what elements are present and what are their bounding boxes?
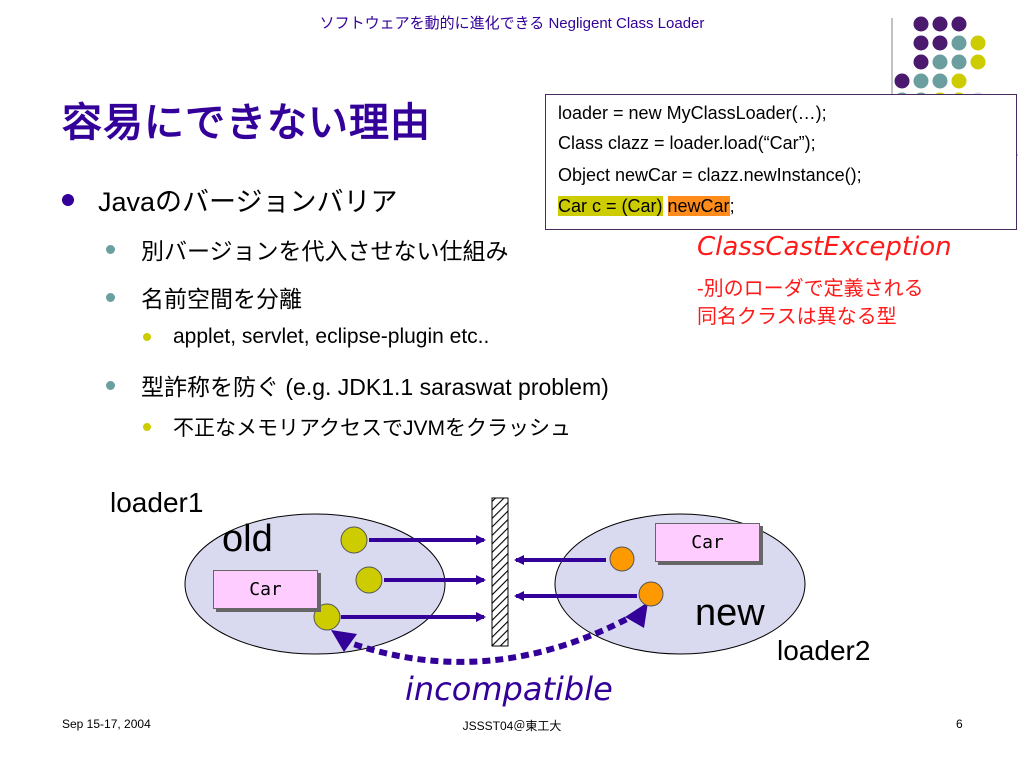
incompatible-arrowhead-left-icon xyxy=(331,630,357,652)
bullet-dot-icon xyxy=(62,193,74,206)
exception-desc-2: 同名クラスは異なる型 xyxy=(697,306,897,328)
bullet-applet-examples: applet, servlet, eclipse-plugin etc.. xyxy=(143,325,489,349)
decorative-dot xyxy=(951,16,967,32)
loader2-label: loader2 xyxy=(777,635,871,666)
code-box: loader = new MyClassLoader(…); Class cla… xyxy=(545,94,1017,230)
car-class-new: Car xyxy=(655,523,760,562)
decorative-dot xyxy=(951,35,967,51)
decorative-dot xyxy=(951,73,967,89)
loader1-label: loader1 xyxy=(110,487,204,518)
incompatible-label: incompatible xyxy=(405,670,613,708)
cast-highlight: Car c = (Car) xyxy=(558,196,663,216)
old-object-2 xyxy=(355,566,383,594)
bullet-dot-icon xyxy=(143,423,151,431)
bullet-dot-icon xyxy=(106,380,115,390)
newcar-highlight: newCar xyxy=(667,196,730,216)
code-line-2: Class clazz = loader.load(“Car”); xyxy=(558,133,816,153)
bullet-dot-icon xyxy=(106,244,115,254)
bullet-no-assign-other-version: 別バージョンを代入させない仕組み xyxy=(106,232,509,266)
decorative-dot xyxy=(951,54,967,70)
code-line-3: Object newCar = clazz.newInstance(); xyxy=(558,165,862,185)
decorative-dot xyxy=(932,16,948,32)
footer-date: Sep 15-17, 2004 xyxy=(62,717,151,731)
bullet-text: 不正なメモリアクセスでJVMをクラッシュ xyxy=(173,417,571,440)
header-title: ソフトウェアを動的に進化できる Negligent Class Loader xyxy=(319,15,705,32)
semicolon: ; xyxy=(729,196,735,216)
exception-desc-1: -別のローダで定義される xyxy=(697,278,924,300)
bullet-text: Javaのバージョンバリア xyxy=(98,187,398,217)
bullet-dot-icon xyxy=(143,333,151,341)
code-line-4: Car c = (Car) newCar; xyxy=(558,196,735,217)
decorative-dot xyxy=(970,54,986,70)
slide-title: 容易にできない理由 xyxy=(62,101,431,145)
bullet-java-version-barrier: Javaのバージョンバリア xyxy=(62,180,398,219)
bullet-text: applet, servlet, eclipse-plugin etc.. xyxy=(173,325,490,348)
decorative-dot xyxy=(913,35,929,51)
code-line-1: loader = new MyClassLoader(…); xyxy=(558,103,827,123)
new-object-1 xyxy=(609,546,635,572)
decorative-dot xyxy=(970,35,986,51)
incompatible-curve xyxy=(340,609,642,665)
decorative-dot xyxy=(913,16,929,32)
bullet-text: 名前空間を分離 xyxy=(141,286,302,312)
footer-venue: JSSST04＠東工大 xyxy=(462,719,562,733)
decorative-dot xyxy=(913,54,929,70)
bullet-jvm-crash: 不正なメモリアクセスでJVMをクラッシュ xyxy=(143,412,571,442)
old-object-1 xyxy=(340,526,368,554)
old-object-3 xyxy=(313,603,341,631)
barrier-wall xyxy=(491,497,509,647)
bullet-prevent-type-spoofing: 型詐称を防ぐ (e.g. JDK1.1 saraswat problem) xyxy=(106,368,609,402)
exception-name: ClassCastException xyxy=(697,232,952,262)
decorative-dot xyxy=(913,73,929,89)
decorative-dot xyxy=(932,35,948,51)
incompatible-arrowhead-right-icon xyxy=(625,602,648,628)
bullet-text: 別バージョンを代入させない仕組み xyxy=(141,238,509,264)
bullet-dot-icon xyxy=(106,292,115,302)
decorative-dot xyxy=(932,54,948,70)
new-object-2 xyxy=(638,581,664,607)
new-label: new xyxy=(695,592,765,634)
decorative-dot xyxy=(932,73,948,89)
old-label: old xyxy=(222,518,273,560)
bullet-separate-namespace: 名前空間を分離 xyxy=(106,280,302,314)
car-class-old: Car xyxy=(213,570,318,609)
decorative-dot xyxy=(894,73,910,89)
bullet-text: 型詐称を防ぐ (e.g. JDK1.1 saraswat problem) xyxy=(141,374,609,400)
page-number: 6 xyxy=(956,717,963,731)
